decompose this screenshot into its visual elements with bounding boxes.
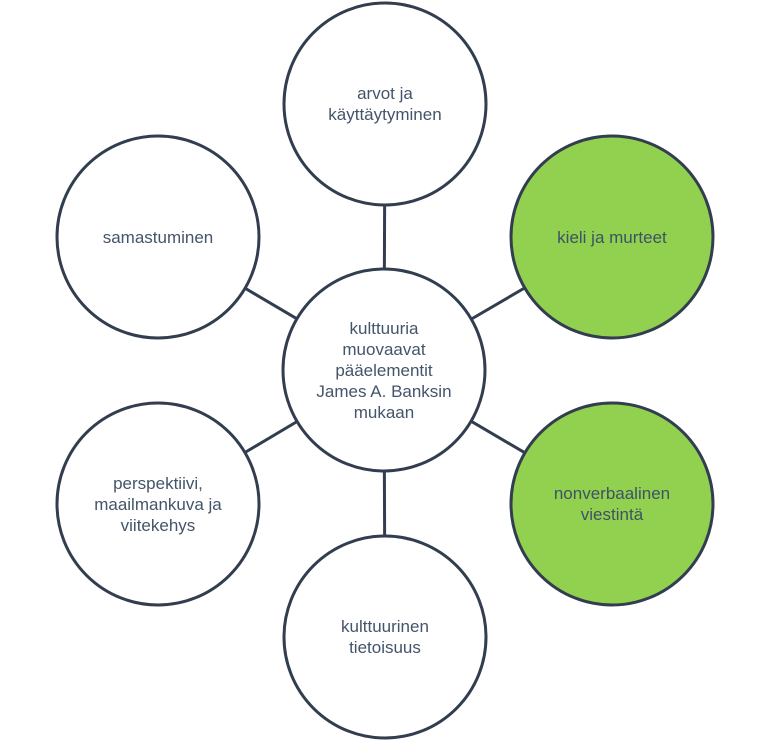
connector-upper-left [244, 286, 298, 321]
node-upper-left-circle [55, 134, 261, 340]
node-lower-left-circle [55, 401, 261, 607]
circles [55, 1, 715, 740]
node-upper-right-circle [509, 134, 715, 340]
connector-lower-left [244, 420, 298, 454]
node-top-circle [282, 1, 488, 207]
connectors [244, 204, 526, 537]
connector-lower-right [470, 419, 526, 455]
connector-upper-right [470, 286, 526, 321]
node-lower-right-circle [509, 401, 715, 607]
center-node-circle [281, 267, 487, 473]
node-bottom-circle [282, 534, 488, 740]
